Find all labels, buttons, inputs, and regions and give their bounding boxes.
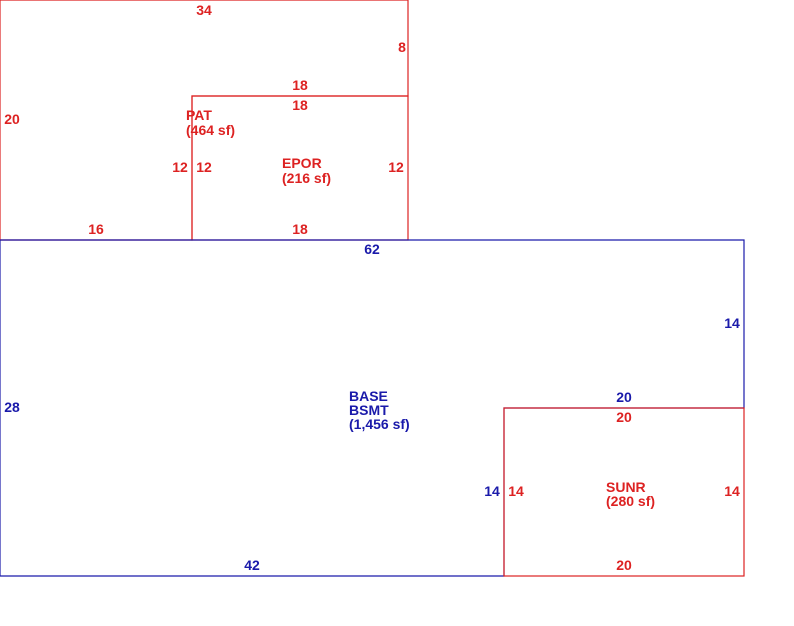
base-sub-label: BSMT — [349, 402, 389, 418]
epor-left-dimension: 12 — [196, 159, 212, 175]
pat-inner-top-dimension: 18 — [292, 77, 308, 93]
pat-left-dimension: 20 — [4, 111, 20, 127]
epor-top-dimension: 18 — [292, 97, 308, 113]
base-notch-left-dimension: 14 — [484, 483, 500, 499]
sunr-bottom-dimension: 20 — [616, 557, 632, 573]
sunr-area-label: (280 sf) — [606, 493, 655, 509]
sunr-code-label: SUNR — [606, 479, 646, 495]
pat-inner-left-dimension: 12 — [172, 159, 188, 175]
base-left-dimension: 28 — [4, 399, 20, 415]
base-bottom-dimension: 42 — [244, 557, 260, 573]
pat-bottom-dimension: 16 — [88, 221, 104, 237]
pat-top-dimension: 34 — [196, 2, 212, 18]
base-top-dimension: 62 — [364, 241, 380, 257]
sunr-outline — [503, 407, 745, 577]
sunr-top-dimension: 20 — [616, 409, 632, 425]
epor-bottom-dimension: 18 — [292, 221, 308, 237]
pat-right-dimension: 8 — [398, 39, 406, 55]
pat-code-label: PAT — [186, 107, 212, 123]
epor-right-dimension: 12 — [388, 159, 404, 175]
sunr-left-dimension: 14 — [508, 483, 524, 499]
pat-area-label: (464 sf) — [186, 122, 235, 138]
base-area-label: (1,456 sf) — [349, 416, 410, 432]
base-notch-top-dimension: 20 — [616, 389, 632, 405]
epor-code-label: EPOR — [282, 155, 322, 171]
base-right-dimension: 14 — [724, 315, 740, 331]
base-code-label: BASE — [349, 388, 388, 404]
epor-area-label: (216 sf) — [282, 170, 331, 186]
sunr-right-dimension: 14 — [724, 483, 740, 499]
